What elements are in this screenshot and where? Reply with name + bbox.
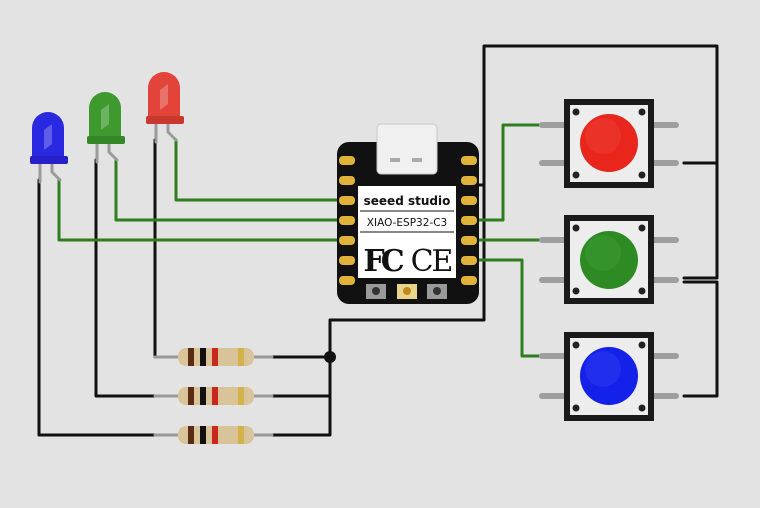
wire-button-blue[interactable] xyxy=(460,258,554,358)
led-green-body xyxy=(89,92,121,142)
led-red-body xyxy=(148,72,180,122)
wire-led-green-anode[interactable] xyxy=(114,158,347,222)
led-blue-body xyxy=(32,112,64,162)
led-red[interactable] xyxy=(146,72,184,144)
board-model: XIAO-ESP32-C3 xyxy=(367,217,447,229)
pushbutton-green-cap xyxy=(580,231,638,289)
resistor-1[interactable] xyxy=(153,348,274,366)
wire-led-red-anode[interactable] xyxy=(174,138,347,202)
usb-c-connector[interactable] xyxy=(376,123,438,175)
xiao-esp32c3-board[interactable]: seeed studio XIAO-ESP32-C3 FC CE xyxy=(337,123,479,304)
wire-button-bridge-2[interactable] xyxy=(682,280,719,398)
wire-board-gnd[interactable] xyxy=(328,183,486,359)
pushbutton-red-cap xyxy=(580,114,638,172)
wire-button-red[interactable] xyxy=(460,123,554,222)
resistor-2[interactable] xyxy=(153,387,274,405)
junction-dot xyxy=(324,351,336,363)
led-green[interactable] xyxy=(87,92,125,164)
pushbutton-red[interactable] xyxy=(539,99,679,188)
pushbutton-blue[interactable] xyxy=(539,332,679,421)
wire-led-green-cathode[interactable] xyxy=(94,158,184,398)
wire-led-blue-anode[interactable] xyxy=(57,178,347,242)
ce-mark: CE xyxy=(411,244,452,279)
wire-led-red-cathode[interactable] xyxy=(153,138,184,359)
led-blue[interactable] xyxy=(30,112,68,184)
board-brand: seeed studio xyxy=(364,194,451,208)
wire-led-blue-cathode[interactable] xyxy=(37,178,184,437)
pushbutton-green[interactable] xyxy=(539,215,679,304)
pushbutton-blue-cap xyxy=(580,347,638,405)
wire-button-bridge-1[interactable] xyxy=(682,161,719,280)
fcc-mark: FC xyxy=(363,244,403,279)
signal-wires xyxy=(57,123,554,358)
resistor-3[interactable] xyxy=(153,426,274,444)
left-pads xyxy=(339,156,355,285)
right-pads xyxy=(461,156,477,285)
